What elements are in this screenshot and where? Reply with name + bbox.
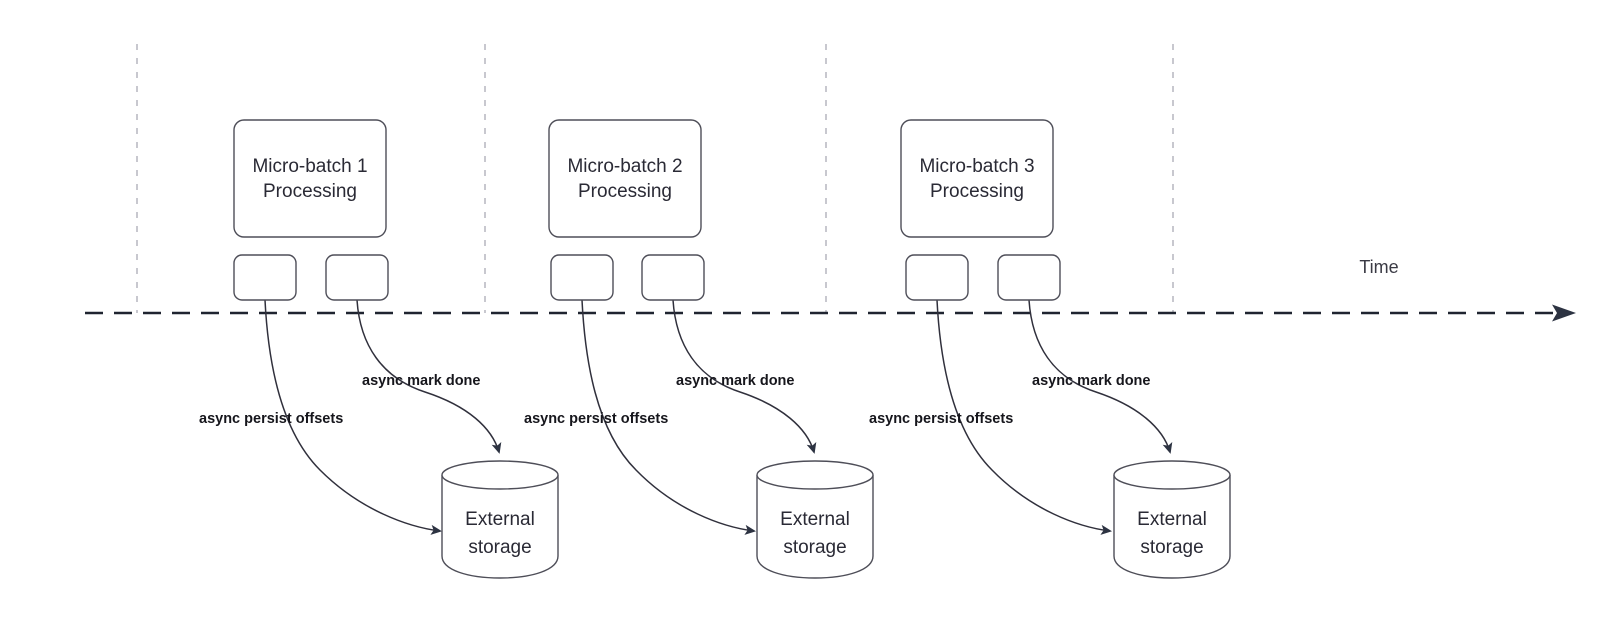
time-axis-arrowhead	[1552, 304, 1576, 322]
micro-batch-3-task-box-right[interactable]	[997, 254, 1061, 301]
time-axis-label: Time	[1359, 257, 1398, 277]
micro-batch-2-title-line2: Processing	[578, 181, 672, 202]
external-storage-2[interactable]: External storage	[756, 460, 874, 579]
external-storage-1-label-line1: External	[465, 509, 535, 530]
edge-async-persist-offsets-3	[936, 299, 1112, 535]
micro-batch-group-3: Micro-batch 3 Processing async persist o…	[869, 119, 1231, 579]
external-storage-3[interactable]: External storage	[1113, 460, 1231, 579]
edge-label-async-persist-offsets-3: async persist offsets	[869, 411, 1013, 427]
edge-async-mark-done-1	[356, 299, 502, 454]
edge-label-async-persist-offsets-1: async persist offsets	[199, 411, 343, 427]
external-storage-3-label-line2: storage	[1140, 537, 1203, 558]
external-storage-2-label-line2: storage	[783, 537, 846, 558]
external-storage-3-label-line1: External	[1137, 509, 1207, 530]
micro-batch-2-title-line1: Micro-batch 2	[567, 156, 682, 177]
micro-batch-1-task-box-right[interactable]	[325, 254, 389, 301]
external-storage-2-label-line1: External	[780, 509, 850, 530]
micro-batch-1-task-box-left[interactable]	[233, 254, 297, 301]
micro-batch-3-box[interactable]	[900, 119, 1054, 238]
micro-batch-1-title-line2: Processing	[263, 181, 357, 202]
micro-batch-2-task-box-left[interactable]	[550, 254, 614, 301]
micro-batch-3-title-line1: Micro-batch 3	[919, 156, 1034, 177]
edge-label-async-persist-offsets-2: async persist offsets	[524, 411, 668, 427]
micro-batch-3-title-line2: Processing	[930, 181, 1024, 202]
micro-batch-group-1: Micro-batch 1 Processing async persist o…	[199, 119, 559, 579]
batch-boundary-lines	[136, 44, 1174, 313]
edge-label-async-mark-done-2: async mark done	[676, 373, 794, 389]
external-storage-1-label-line2: storage	[468, 537, 531, 558]
micro-batch-2-box[interactable]	[548, 119, 702, 238]
edge-label-async-mark-done-1: async mark done	[362, 373, 480, 389]
micro-batch-group-2: Micro-batch 2 Processing async persist o…	[524, 119, 874, 579]
micro-batch-1-box[interactable]	[233, 119, 387, 238]
edge-async-mark-done-2	[672, 299, 817, 454]
edge-async-persist-offsets-1	[264, 299, 442, 535]
micro-batch-1-title-line1: Micro-batch 1	[252, 156, 367, 177]
micro-batch-3-task-box-left[interactable]	[905, 254, 969, 301]
edge-async-persist-offsets-2	[581, 299, 756, 535]
edge-async-mark-done-3	[1028, 299, 1173, 454]
time-axis: Time	[85, 257, 1576, 322]
edge-label-async-mark-done-3: async mark done	[1032, 373, 1150, 389]
external-storage-1[interactable]: External storage	[441, 460, 559, 579]
micro-batch-2-task-box-right[interactable]	[641, 254, 705, 301]
